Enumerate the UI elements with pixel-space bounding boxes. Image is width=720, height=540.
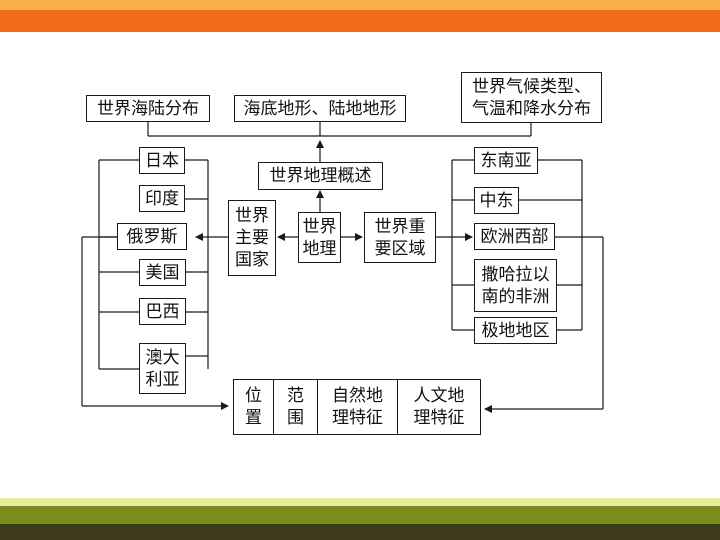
region-western-europe: 欧洲西部 bbox=[474, 223, 555, 250]
node-landforms: 海底地形、陆地地形 bbox=[234, 95, 406, 122]
aspects-table: 位 置 范 围 自然地 理特征 人文地 理特征 bbox=[233, 379, 481, 435]
region-middle-east: 中东 bbox=[474, 187, 519, 214]
node-overview: 世界地理概述 bbox=[258, 162, 383, 190]
top-band-light bbox=[0, 0, 720, 10]
aspect-location: 位 置 bbox=[234, 380, 274, 434]
node-sea-land-distribution: 世界海陆分布 bbox=[86, 95, 210, 122]
bottom-band-light bbox=[0, 498, 720, 506]
node-climate: 世界气候类型、 气温和降水分布 bbox=[461, 72, 602, 123]
bottom-band-olive bbox=[0, 506, 720, 524]
country-russia: 俄罗斯 bbox=[117, 223, 187, 250]
bottom-band-dark bbox=[0, 524, 720, 540]
country-india: 印度 bbox=[139, 185, 185, 212]
aspect-human: 人文地 理特征 bbox=[413, 386, 465, 428]
node-core: 世界 地理 bbox=[298, 212, 341, 263]
aspect-physical: 自然地 理特征 bbox=[318, 380, 398, 434]
country-australia: 澳大 利亚 bbox=[139, 343, 186, 394]
aspect-scope: 范 围 bbox=[274, 380, 318, 434]
node-key-regions: 世界重 要区域 bbox=[364, 212, 436, 263]
country-japan: 日本 bbox=[139, 147, 185, 174]
region-sub-saharan-africa: 撒哈拉以 南的非洲 bbox=[474, 259, 557, 312]
region-southeast-asia: 东南亚 bbox=[474, 147, 538, 174]
region-polar: 极地地区 bbox=[474, 317, 557, 344]
node-major-countries: 世界 主要 国家 bbox=[228, 200, 276, 276]
top-band bbox=[0, 10, 720, 32]
country-usa: 美国 bbox=[139, 259, 186, 286]
country-brazil: 巴西 bbox=[139, 298, 186, 325]
